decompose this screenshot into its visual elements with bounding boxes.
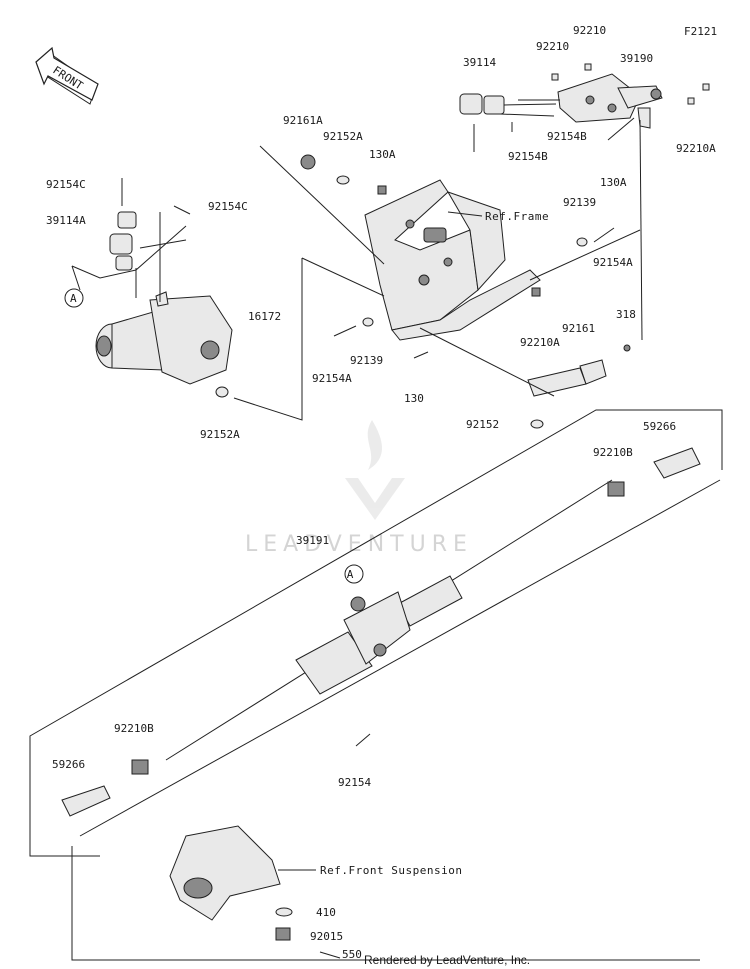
tie-rod-end-59266-left — [61, 785, 111, 817]
nut-92210B-right — [607, 481, 625, 497]
label-92154: 92154 — [338, 776, 371, 789]
label-92152A-top: 92152A — [323, 130, 363, 143]
label-550: 550 — [342, 948, 362, 961]
watermark-text: LEADVENTURE — [245, 532, 473, 557]
diagram-code: F2121 — [684, 25, 717, 38]
label-92210A-right: 92210A — [676, 142, 716, 155]
label-92154A-left: 92154A — [312, 372, 352, 385]
nut-92210A — [687, 97, 695, 105]
label-92154C-b: 92154C — [208, 200, 248, 213]
label-92152A-low: 92152A — [200, 428, 240, 441]
label-92210B-left: 92210B — [114, 722, 154, 735]
washer-92152A-top — [336, 175, 350, 185]
power-steering-unit-16172 — [95, 291, 233, 385]
label-92139-left: 92139 — [350, 354, 383, 367]
front-knuckle — [169, 825, 281, 921]
nut-92210-b — [551, 73, 559, 81]
label-16172: 16172 — [248, 310, 281, 323]
leader-lines — [29, 99, 723, 961]
shaft-92161 — [527, 359, 607, 397]
label-92154C-a: 92154C — [46, 178, 86, 191]
washer-410 — [275, 907, 293, 917]
part-labels: 92210 92210 39114 39190 92154B 92154B 92… — [46, 24, 716, 961]
bolt-92154C-b — [173, 205, 191, 215]
label-39114: 39114 — [463, 56, 496, 69]
label-130A-right: 130A — [600, 176, 627, 189]
washer-92139-left — [362, 317, 374, 327]
footer-credit: Rendered by LeadVenture, Inc. — [364, 953, 530, 967]
label-92210B-right: 92210B — [593, 446, 633, 459]
label-39114A: 39114A — [46, 214, 86, 227]
nut-92015 — [275, 927, 291, 941]
callout-a-rack: A — [347, 568, 354, 581]
label-92161A: 92161A — [283, 114, 323, 127]
label-59266-right: 59266 — [643, 420, 676, 433]
washer-92139-right — [576, 237, 588, 247]
callout-a-rack-circle — [344, 564, 364, 584]
washer-92161A — [300, 154, 316, 170]
steering-column-assembly — [557, 73, 663, 129]
joint-39114 — [459, 93, 557, 115]
label-410: 410 — [316, 906, 336, 919]
bolt-130 — [413, 351, 429, 359]
label-92210-top2: 92210 — [536, 40, 569, 53]
label-59266-left: 59266 — [52, 758, 85, 771]
frame-structure — [364, 179, 541, 341]
bolt-92154A-left — [333, 325, 357, 337]
nut-130A-mid — [377, 185, 387, 195]
label-39190: 39190 — [620, 52, 653, 65]
joint-39114A — [109, 211, 137, 271]
callout-a-left-circle — [64, 288, 84, 308]
label-92154A-right: 92154A — [593, 256, 633, 269]
bolt-130A-right — [607, 117, 635, 141]
label-92154B-a: 92154B — [547, 130, 587, 143]
label-92139-right: 92139 — [563, 196, 596, 209]
label-92154B-b: 92154B — [508, 150, 548, 163]
callout-a-left: A — [70, 292, 77, 305]
cotter-pin-550 — [319, 951, 341, 959]
label-92015: 92015 — [310, 930, 343, 943]
front-direction-arrow: FRONT — [35, 46, 99, 105]
clip-318 — [623, 344, 631, 352]
watermark-logo — [345, 420, 405, 520]
label-130: 130 — [404, 392, 424, 405]
label-92210A-mid: 92210A — [520, 336, 560, 349]
steering-rack-39191 — [165, 479, 613, 761]
nut-92210 — [584, 63, 592, 71]
ref-frame-label: Ref.Frame — [485, 210, 549, 223]
washer-92152A-low — [215, 386, 229, 398]
leader-ref-frame — [447, 211, 483, 217]
bolt-92154A-right — [593, 227, 615, 243]
nut-92210A-mid — [531, 287, 541, 297]
bolt-92154 — [355, 733, 371, 747]
ref-front-suspension-label: Ref.Front Suspension — [320, 864, 462, 877]
nut-92210A-b — [702, 83, 710, 91]
label-92161: 92161 — [562, 322, 595, 335]
nut-92210B-left — [131, 759, 149, 775]
tie-rod-end-59266-right — [653, 447, 701, 479]
label-39191: 39191 — [296, 534, 329, 547]
label-92210-top: 92210 — [573, 24, 606, 37]
label-318: 318 — [616, 308, 636, 321]
label-92152: 92152 — [466, 418, 499, 431]
washer-92152 — [530, 419, 544, 429]
label-130A-mid: 130A — [369, 148, 396, 161]
